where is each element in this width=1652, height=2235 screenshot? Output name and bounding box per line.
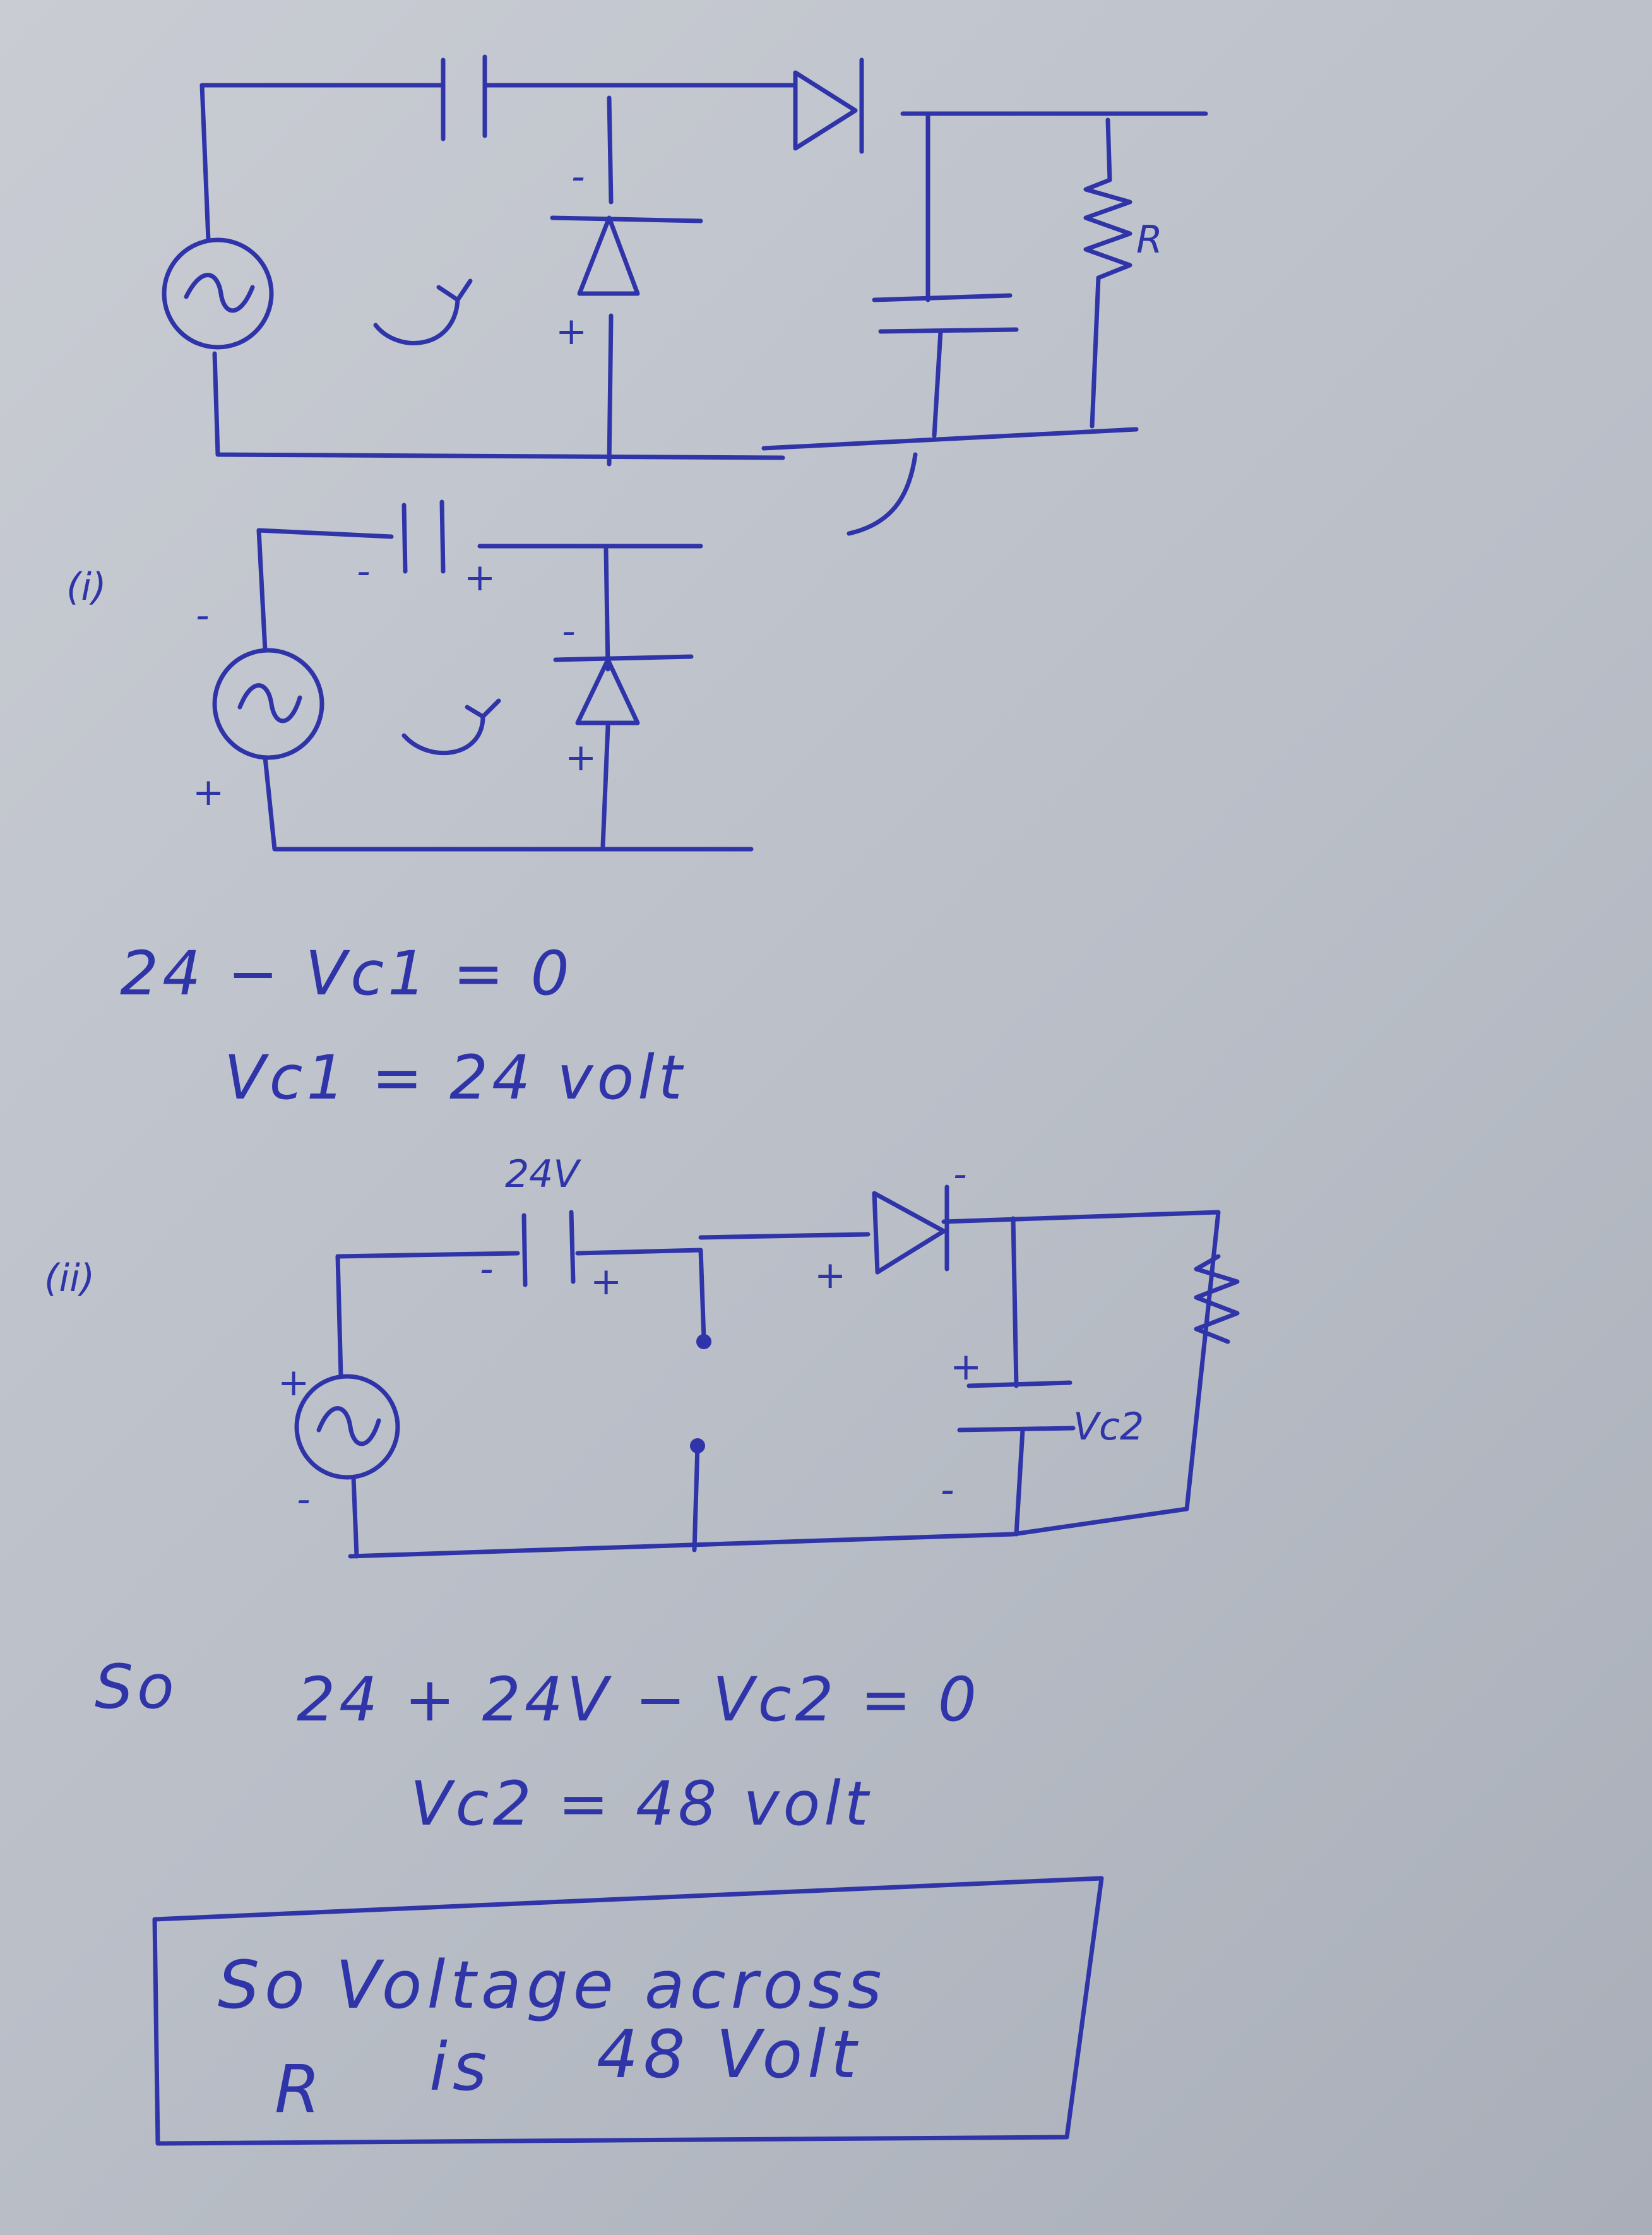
capacitor-c1: - + (357, 499, 496, 600)
wire (335, 1248, 706, 1341)
plus-label: + (590, 1260, 622, 1304)
plus-label: + (278, 1361, 309, 1405)
scribble (847, 452, 918, 536)
ac-source-icon (212, 648, 324, 760)
answer-box: So Voltage across R is 48 Volt (152, 1876, 1104, 2146)
wire (761, 111, 1139, 451)
answer-line-1: So Voltage across (218, 1946, 887, 2023)
capacitor-c1-charged: - + (480, 1210, 622, 1304)
wire (692, 1443, 700, 1553)
diode-d1: - + (553, 609, 694, 780)
minus-label: - (953, 1152, 967, 1196)
minus-label: - (571, 155, 585, 199)
wire (1090, 117, 1112, 429)
minus-label: - (297, 1477, 311, 1522)
vc2-label: Vc2 (1073, 1405, 1144, 1449)
minus-label: - (562, 609, 576, 653)
wire (256, 528, 754, 852)
cap-24v-label: 24V (505, 1152, 581, 1196)
answer-r: R (275, 2051, 325, 2128)
so-word: So (95, 1652, 178, 1722)
plus-label: + (193, 770, 224, 814)
terminal-dot (696, 1334, 711, 1349)
circuit-top: - + R (162, 54, 1208, 536)
equation-3: 24 + 24V − Vc2 = 0 (297, 1664, 980, 1735)
capacitor-filter (872, 293, 1019, 334)
capacitor-c2: + - Vc2 (941, 1345, 1144, 1512)
diode-shunt: - + (550, 155, 703, 354)
plus-label: + (565, 736, 597, 780)
wire (335, 1254, 359, 1559)
equation-2: Vc1 = 24 volt (224, 1042, 686, 1113)
plus-label: + (556, 309, 587, 354)
wire (256, 528, 703, 549)
plus-label: + (464, 556, 496, 600)
wire (348, 1210, 1221, 1559)
plus-label: + (950, 1345, 982, 1389)
equation-4: Vc2 = 48 volt (410, 1768, 872, 1839)
resistor-icon (1083, 177, 1132, 280)
diode-series (793, 57, 864, 154)
ac-source-icon (162, 237, 274, 350)
minus-label: - (941, 1468, 954, 1512)
resistor-icon (1194, 1254, 1240, 1344)
part-i-label: (i) (66, 565, 107, 609)
part-ii-label: (ii) (44, 1256, 95, 1301)
ac-source-icon (294, 1374, 400, 1480)
minus-label: - (196, 593, 210, 638)
r-label: R (1136, 218, 1163, 262)
circuit-i: (i) - + - + - + (66, 499, 754, 852)
loop-arrow-icon (373, 278, 473, 345)
minus-label: - (480, 1247, 494, 1291)
wire (600, 547, 610, 849)
diode-d2: + - (814, 1152, 967, 1297)
minus-label: - (357, 549, 371, 593)
wire (199, 83, 785, 460)
answer-value: 48 Volt (597, 2016, 862, 2093)
wire (607, 95, 614, 467)
answer-is: is (429, 2029, 492, 2106)
wire (1011, 1216, 1025, 1537)
circuit-ii: 24V (ii) - + + - + - + - (44, 1152, 1240, 1559)
equation-1: 24 − Vc1 = 0 (120, 938, 573, 1009)
capacitor-series (441, 54, 487, 141)
plus-label: + (814, 1253, 846, 1297)
loop-arrow-icon (401, 698, 501, 756)
terminal-dot (690, 1438, 705, 1453)
